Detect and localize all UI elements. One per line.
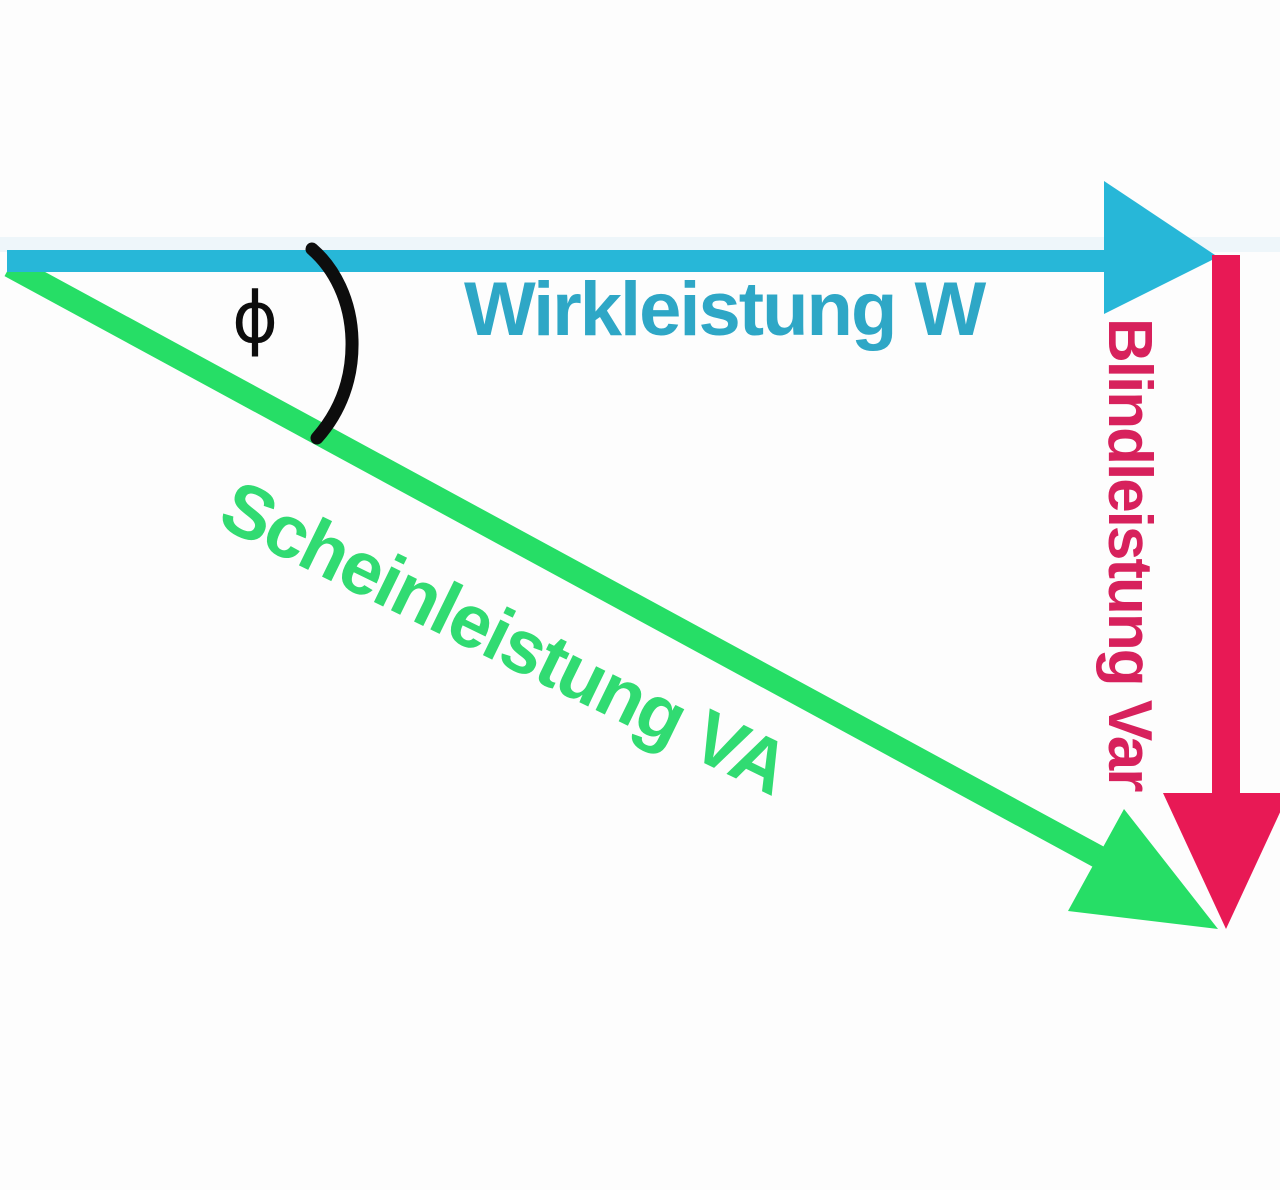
apparent-power-shaft xyxy=(4,255,1114,873)
angle-arc-icon xyxy=(305,242,359,445)
active-power-vector xyxy=(7,181,1218,314)
phase-angle-symbol: ϕ xyxy=(232,277,279,359)
apparent-power-vector xyxy=(4,255,1218,929)
reactive-power-vector xyxy=(1163,255,1280,929)
active-power-shaft xyxy=(7,250,1107,272)
arrow-right-icon xyxy=(1104,181,1218,314)
reactive-power-label: Blindleistung Var xyxy=(1095,318,1164,791)
halo-band xyxy=(0,237,1280,252)
reactive-power-shaft xyxy=(1212,255,1240,800)
arrow-diagonal-icon xyxy=(1068,809,1218,929)
arrow-down-icon xyxy=(1163,793,1280,929)
active-power-label: Wirkleistung W xyxy=(464,267,986,352)
